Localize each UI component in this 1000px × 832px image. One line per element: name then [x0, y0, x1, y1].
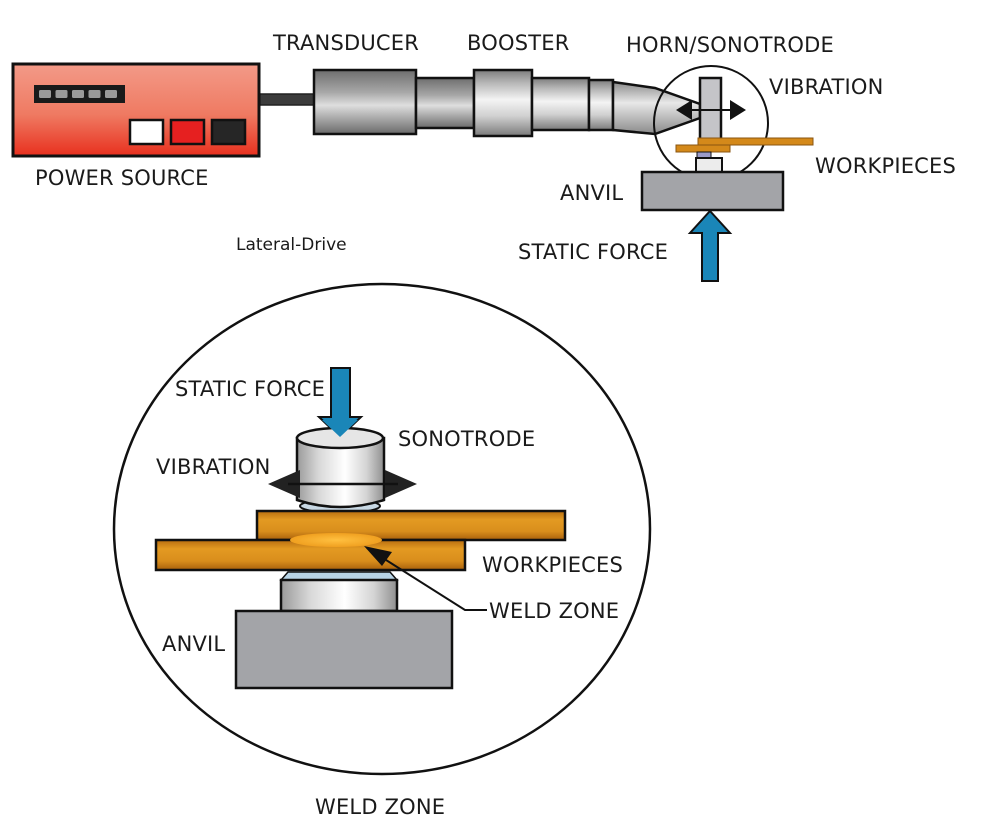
label-workpieces-detail: WORKPIECES — [482, 553, 623, 577]
anvil-block — [234, 609, 454, 690]
label-anvil-detail: ANVIL — [162, 632, 225, 656]
led-indicator — [72, 90, 84, 98]
label-horn-sonotrode: HORN/SONOTRODE — [626, 33, 834, 57]
label-weld-zone-pointer: WELD ZONE — [489, 599, 619, 623]
label-workpieces-top: WORKPIECES — [815, 154, 956, 178]
label-booster: BOOSTER — [467, 31, 570, 55]
static-force-arrow-tip — [322, 420, 358, 437]
caption-lateral-drive: Lateral-Drive — [236, 235, 347, 255]
vibration-arrow-large — [268, 470, 417, 498]
led-indicator — [39, 90, 51, 98]
label-static-force-top: STATIC FORCE — [518, 240, 668, 264]
power-source-unit — [11, 62, 261, 158]
anvil-post — [279, 571, 399, 613]
label-sonotrode-detail: SONOTRODE — [398, 427, 535, 451]
static-force-arrow-up — [687, 209, 733, 282]
booster — [472, 68, 615, 138]
power-cable — [257, 93, 319, 106]
led-indicator — [88, 90, 101, 98]
led-indicators — [39, 90, 117, 98]
anvil-block-small — [640, 170, 785, 212]
sonotrode-cylinder — [295, 426, 386, 514]
label-transducer: TRANSDUCER — [272, 31, 419, 55]
anvil-post-small — [695, 157, 723, 173]
workpiece-lower-small — [675, 144, 731, 153]
white-button — [128, 118, 165, 146]
weld-zone-detail-circle — [112, 282, 652, 776]
red-button — [169, 118, 206, 146]
black-button — [210, 118, 247, 146]
weld-zone-pointer — [364, 546, 487, 611]
weld-zone-spot — [290, 533, 382, 547]
transducer — [312, 68, 476, 136]
label-vibration-detail: VIBRATION — [156, 455, 271, 479]
led-indicator — [55, 90, 68, 98]
led-indicator — [105, 90, 117, 98]
workpiece-upper-small — [697, 137, 814, 146]
label-anvil-top: ANVIL — [560, 181, 623, 205]
label-static-force-detail: STATIC FORCE — [175, 377, 325, 401]
label-power-source: POWER SOURCE — [35, 166, 209, 190]
label-weld-zone-title: WELD ZONE — [315, 795, 445, 819]
vibration-arrow-small — [676, 100, 746, 120]
label-vibration-top: VIBRATION — [769, 75, 884, 99]
